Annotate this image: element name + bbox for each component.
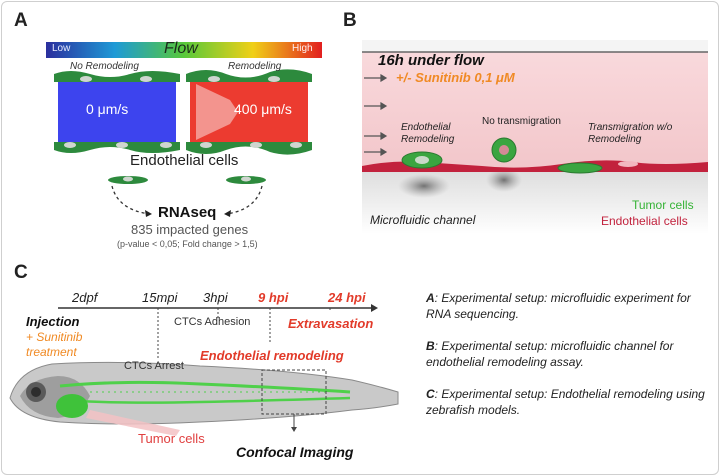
vessel-no-remodeling (54, 71, 180, 153)
label-endothelial-remodeling-line1: Endothelial (401, 122, 451, 133)
sunitinib-line1: + Sunitinib (26, 330, 83, 344)
sunitinib-line2: treatment (26, 345, 77, 359)
sunitinib-treatment: + Sunitinib treatment (26, 330, 82, 360)
tumor-cells-label: Tumor cells (138, 431, 205, 446)
caption-a-text: : Experimental setup: microfluidic exper… (426, 291, 691, 321)
caption-a-letter: A (426, 291, 435, 305)
vessel-remodeling (186, 69, 312, 155)
label-transmigration-line1: Transmigration w/o (588, 122, 673, 133)
panel-b-channel-diagram (362, 40, 708, 234)
caption-a: A: Experimental setup: microfluidic expe… (426, 290, 708, 322)
timeline-3hpi: 3hpi (203, 290, 228, 305)
panel-c-letter: C (14, 262, 28, 283)
label-microfluidic-channel: Microfluidic channel (370, 213, 476, 227)
timeline-9hpi: 9 hpi (258, 290, 289, 305)
ctcs-adhesion-label: CTCs Adhesion (174, 316, 251, 328)
label-endothelial-remodeling-line2: Remodeling (401, 134, 455, 145)
label-no-transmigration: No transmigration (482, 116, 561, 127)
flow-title: Flow (164, 40, 198, 57)
caption-b: B: Experimental setup: microfluidic chan… (426, 338, 708, 370)
timeline-15mpi: 15mpi (142, 290, 178, 305)
caption-c-letter: C (426, 387, 435, 401)
isolated-endothelial-cells (108, 176, 266, 184)
tumor-cell-no-transmigration (491, 137, 517, 163)
timeline-2dpf: 2dpf (72, 290, 98, 305)
panel-b-letter: B (343, 10, 357, 31)
flow-low-label: Low (52, 43, 71, 54)
flow-color-bar (46, 42, 322, 58)
caption-c-text: : Experimental setup: Endothelial remode… (426, 387, 705, 417)
legend-tumor-cells: Tumor cells (632, 198, 694, 212)
timeline-24hpi: 24 hpi (328, 290, 366, 305)
rnaseq-criteria: (p-value < 0,05; Fold change > 1,5) (117, 239, 258, 249)
panel-b-title: 16h under flow (378, 52, 484, 69)
tumor-cell-remodeling (401, 151, 443, 169)
tumor-cell-transmigration (557, 161, 638, 174)
caption-b-letter: B (426, 339, 435, 353)
legend-endothelial-cells: Endothelial cells (601, 214, 688, 228)
panel-b-subtitle: +/- Sunitinib 0,1 μM (396, 70, 515, 85)
caption-b-text: : Experimental setup: microfluidic chann… (426, 339, 674, 369)
extravasation-label: Extravasation (288, 316, 374, 331)
velocity-left: 0 μm/s (86, 101, 129, 117)
label-endothelial-remodeling: Endothelial Remodeling (401, 122, 454, 146)
arrows-to-rnaseq (111, 185, 263, 215)
caption-c: C: Experimental setup: Endothelial remod… (426, 386, 708, 418)
panel-c-diagram (9, 304, 399, 436)
flow-high-label: High (292, 43, 313, 54)
zebrafish (9, 361, 399, 436)
label-transmigration: Transmigration w/o Remodeling (588, 122, 672, 146)
injection-label: Injection (26, 314, 80, 329)
endothelial-cells-label: Endothelial cells (130, 152, 239, 169)
velocity-right: 400 μm/s (234, 101, 292, 117)
caption-no-remodeling: No Remodeling (70, 61, 139, 72)
panel-a-diagram (46, 42, 322, 217)
caption-remodeling: Remodeling (228, 61, 282, 72)
confocal-imaging-label: Confocal Imaging (236, 444, 354, 460)
impacted-genes: 835 impacted genes (131, 222, 249, 237)
ctcs-arrest-label: CTCs Arrest (124, 360, 184, 372)
panel-a-letter: A (14, 10, 28, 31)
rnaseq-title: RNAseq (158, 204, 217, 221)
label-transmigration-line2: Remodeling (588, 134, 642, 145)
endothelial-remodeling-label: Endothelial remodeling (200, 348, 344, 363)
